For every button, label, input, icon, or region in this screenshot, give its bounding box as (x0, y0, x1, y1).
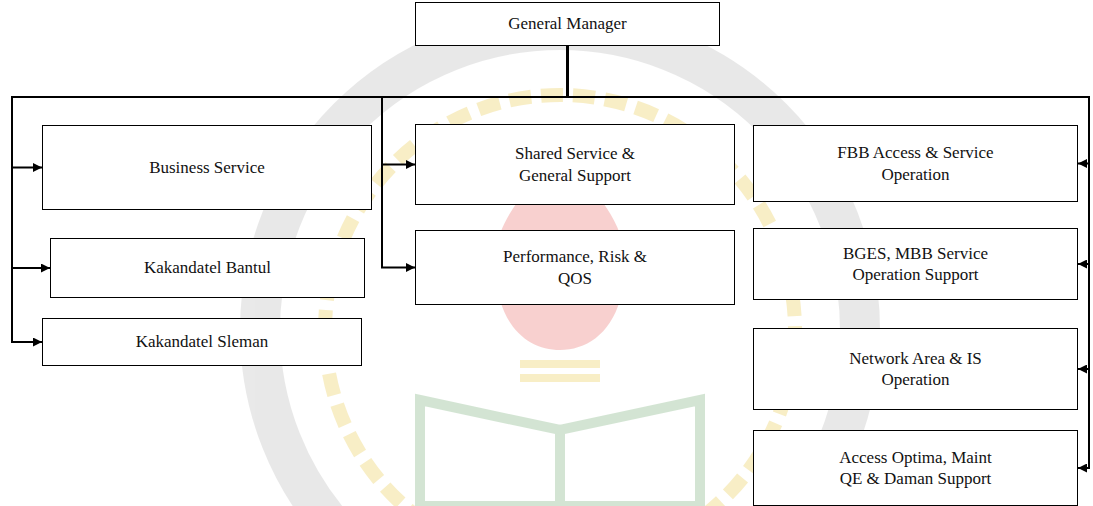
unit-label: Performance, Risk & QOS (490, 243, 660, 292)
unit-label: Access Optima, Maint QE & Daman Support (831, 444, 1001, 493)
unit-box: Kakandatel Bantul (50, 238, 365, 298)
unit-label: Business Service (149, 154, 265, 181)
unit-box: Performance, Risk & QOS (415, 230, 735, 305)
unit-box: Business Service (42, 125, 372, 210)
unit-box: BGES, MBB Service Operation Support (753, 228, 1078, 300)
unit-box: Access Optima, Maint QE & Daman Support (753, 430, 1078, 506)
unit-box: Shared Service & General Support (415, 124, 735, 205)
unit-label: Kakandatel Sleman (136, 328, 269, 355)
unit-label: Kakandatel Bantul (144, 254, 271, 281)
unit-label: FBB Access & Service Operation (816, 139, 1016, 188)
unit-box: Network Area & IS Operation (753, 328, 1078, 410)
unit-label: Shared Service & General Support (495, 140, 655, 189)
unit-label: General Manager (508, 10, 626, 37)
unit-box: Kakandatel Sleman (42, 318, 362, 366)
unit-label: BGES, MBB Service Operation Support (821, 240, 1011, 289)
unit-box: FBB Access & Service Operation (753, 125, 1078, 202)
unit-label: Network Area & IS Operation (831, 345, 1001, 394)
manager-box: General Manager (415, 2, 720, 46)
reporting-connector (568, 46, 1090, 369)
